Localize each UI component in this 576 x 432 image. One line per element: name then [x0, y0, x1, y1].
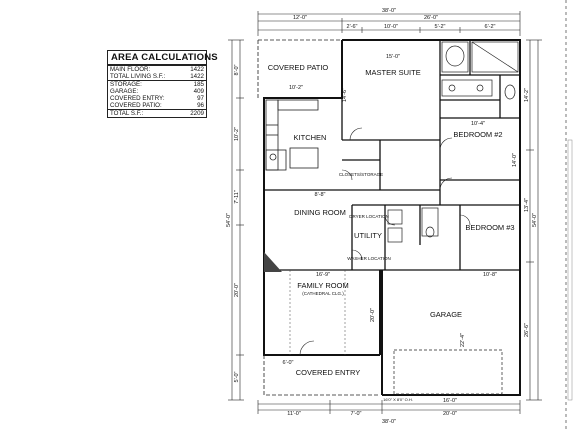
row-value: 97: [197, 95, 204, 102]
row-label: MAIN FLOOR:: [110, 66, 151, 73]
master-suite-label: MASTER SUITE: [365, 68, 420, 77]
family-room-note: (CATHEDRAL CLG.): [302, 291, 344, 296]
row-value: 1422: [190, 73, 204, 80]
dim-right-far: 14'-0": [512, 153, 518, 167]
dim-bottom-right: 20'-0": [443, 411, 457, 417]
dim-left-mid1: 10'-2": [234, 127, 240, 141]
kitchen-label: KITCHEN: [294, 133, 327, 142]
porch-outlines: [257, 39, 380, 396]
dryer-label: DRYER LOCATION: [349, 214, 389, 219]
dim-master-w: 15'-0": [386, 54, 400, 60]
dim-bottom-total: 38'-0": [382, 419, 396, 425]
dim-bottom-mid: 7'-0": [351, 411, 362, 417]
dim-bed2-w: 10'-4": [471, 121, 485, 127]
row-label: TOTAL LIVING S.F.:: [110, 73, 166, 80]
dim-bed3-w: 10'-8": [483, 272, 497, 278]
row-label: STORAGE:: [107, 80, 184, 88]
table-row: COVERED PATIO: 96: [108, 102, 207, 110]
dim-bottom-left: 11'-0": [287, 411, 301, 417]
table-row: TOTAL S.F.:2209: [107, 109, 207, 118]
area-calculations-table: MAIN FLOOR: 1422 TOTAL LIVING S.F.: 1422 S…: [107, 65, 207, 118]
table-row: TOTAL LIVING S.F.: 1422: [108, 73, 207, 81]
dim-patio-w: 10'-2": [289, 85, 303, 91]
row-label: COVERED PATIO:: [110, 102, 162, 109]
title-block-edge: [565, 0, 573, 432]
dim-left-top: 8'-0": [234, 64, 240, 75]
row-value: 1422: [190, 66, 204, 73]
dim-top-sub2: 10'-0": [384, 24, 398, 30]
row-value: 96: [197, 102, 204, 109]
table-row: GARAGE: 409: [108, 88, 207, 95]
dim-master-d: 14'-6": [342, 88, 348, 102]
exterior-walls: [263, 39, 521, 396]
family-room-label: FAMILY ROOM: [297, 281, 348, 290]
dim-right-total: 54'-0": [532, 213, 538, 227]
table-row: STORAGE:185: [107, 80, 207, 88]
area-calculations-panel: AREA CALCULATIONS MAIN FLOOR: 1422 TOTAL …: [107, 50, 218, 118]
dimension-lines: [228, 11, 542, 414]
bedroom2-label: BEDROOM #2: [453, 130, 502, 139]
closet-label: CLOSETS/STORAGE: [339, 172, 383, 177]
fireplace: [264, 252, 282, 272]
dim-door: 16'0" X 8'0" O.H.: [383, 397, 413, 402]
utility-label: UTILITY: [354, 231, 382, 240]
garage-door: [393, 349, 503, 395]
row-value: 185: [183, 80, 207, 88]
covered-patio-label: COVERED PATIO: [268, 63, 329, 72]
row-value: 2209: [183, 109, 207, 118]
dim-bottom-sub: 16'-0": [443, 398, 457, 404]
dim-left-mid2: 7'-11": [234, 190, 240, 204]
dim-entry-w: 6'-0": [283, 360, 294, 366]
covered-entry-label: COVERED ENTRY: [296, 368, 360, 377]
dim-family-d: 20'-0": [370, 308, 376, 322]
row-value: 409: [193, 88, 204, 95]
dim-right-bot: 26'-6": [524, 323, 530, 337]
garage-label: GARAGE: [430, 310, 462, 319]
dining-room-label: DINING ROOM: [294, 208, 346, 217]
dim-dining-w: 8'-8": [315, 192, 326, 198]
kitchen-counters: [265, 99, 319, 171]
row-label: GARAGE:: [110, 88, 139, 95]
table-row: MAIN FLOOR: 1422: [108, 66, 207, 74]
dim-right-mid: 13'-4": [524, 198, 530, 212]
dim-left-total: 54'-0": [226, 213, 232, 227]
dim-left-bot: 5'-0": [234, 371, 240, 382]
dim-right-top: 14'-2": [524, 88, 530, 102]
dim-top-total: 38'-0": [382, 8, 396, 14]
bath-fixtures: [387, 41, 519, 243]
washer-label: WASHER LOCATION: [347, 256, 391, 261]
bedroom3-label: BEDROOM #3: [465, 223, 514, 232]
dim-family-w: 16'-9": [316, 272, 330, 278]
dim-top-sub4: 6'-2": [485, 24, 496, 30]
area-calculations-title: AREA CALCULATIONS: [107, 50, 218, 65]
dim-top-right: 26'-0": [424, 15, 438, 21]
dim-top-left: 12'-0": [293, 15, 307, 21]
row-label: COVERED ENTRY:: [110, 95, 165, 102]
table-row: COVERED ENTRY: 97: [108, 95, 207, 102]
door-swings: [299, 127, 471, 356]
row-label: TOTAL S.F.:: [107, 109, 184, 118]
dim-garage-d: 22'-4": [460, 333, 466, 347]
dim-top-sub3: 5'-2": [435, 24, 446, 30]
dim-top-sub1: 2'-6": [347, 24, 358, 30]
dim-left-mid3: 20'-0": [234, 283, 240, 297]
